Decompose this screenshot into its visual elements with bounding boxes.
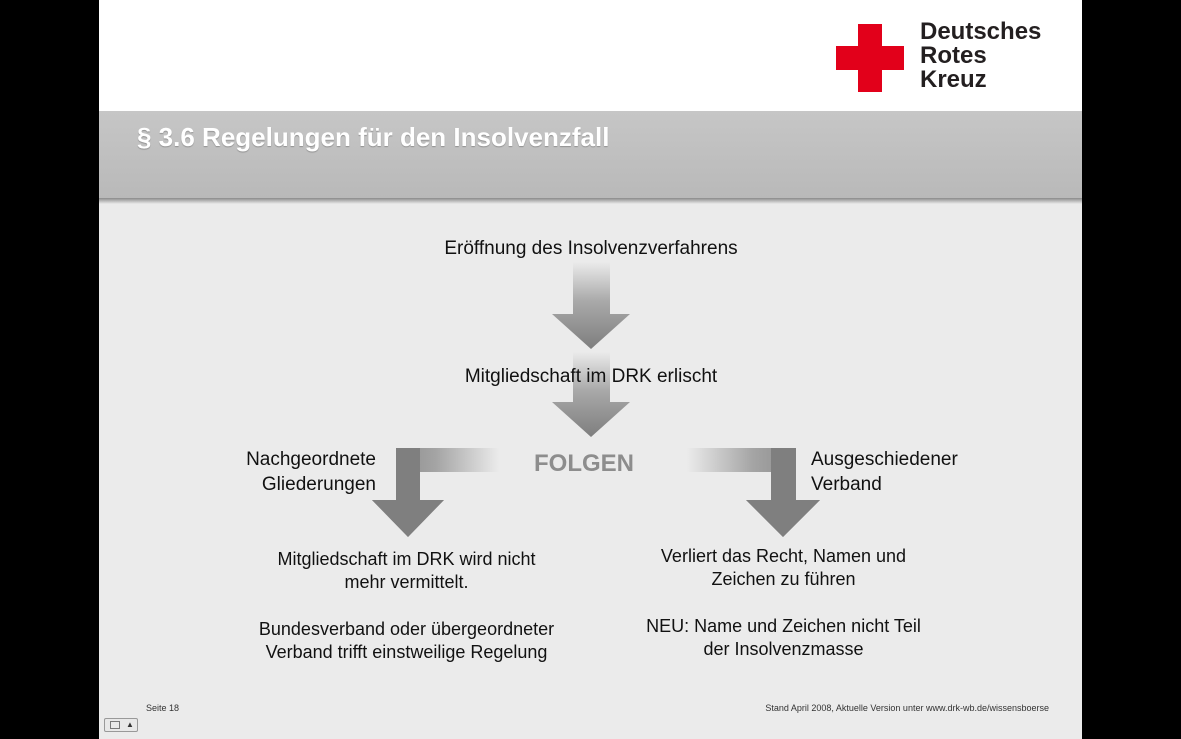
left-result-2-line-1: Bundesverband oder übergeordneter	[258, 619, 555, 639]
left-heading-line-1: Nachgeordnete	[246, 449, 376, 470]
logo-line-2: Rotes	[920, 42, 987, 69]
left-bent-arrow	[372, 448, 499, 537]
title-band	[99, 111, 1082, 198]
up-arrow-icon[interactable]: ▲	[126, 720, 134, 729]
flow-arrows	[372, 262, 820, 537]
slide: Deutsches Rotes Kreuz § 3.6 Regelungen f…	[99, 0, 1082, 739]
right-result-2-line-1: NEU: Name und Zeichen nicht Teil	[646, 616, 921, 636]
drk-logo: Deutsches Rotes Kreuz	[836, 20, 1076, 100]
logo-line-1: Deutsches	[920, 18, 1042, 45]
logo-wordmark: Deutsches Rotes Kreuz	[920, 20, 1041, 92]
folgen-label: FOLGEN	[534, 450, 634, 477]
left-heading-line-2: Gliederungen	[261, 474, 376, 495]
header-bar	[99, 0, 1082, 111]
logo-line-3: Kreuz	[920, 66, 987, 93]
left-result-2-line-2: Verband trifft einstweilige Regelung	[265, 642, 548, 662]
right-result-1-line-2: Zeichen zu führen	[711, 569, 856, 589]
right-heading-line-1: Ausgeschiedener	[811, 449, 958, 470]
footer-source: Stand April 2008, Aktuelle Version unter…	[765, 703, 1049, 713]
title-shadow	[99, 198, 1082, 204]
down-arrow-2	[552, 352, 630, 437]
right-result-2-line-2: der Insolvenzmasse	[703, 639, 864, 659]
red-cross-icon	[836, 24, 904, 92]
slide-nav-icon[interactable]	[110, 721, 120, 729]
left-result-1-line-1: Mitgliedschaft im DRK wird nicht	[277, 549, 536, 569]
slide-navigation[interactable]: ▲	[104, 718, 138, 732]
down-arrow-1	[552, 262, 630, 349]
step-insolvency-opening: Eröffnung des Insolvenzverfahrens	[444, 238, 738, 259]
page-number: Seite 18	[146, 703, 180, 713]
left-result-1-line-2: mehr vermittelt.	[344, 572, 469, 592]
slide-title: § 3.6 Regelungen für den Insolvenzfall	[137, 122, 610, 152]
right-bent-arrow	[687, 448, 820, 537]
right-heading-line-2: Verband	[811, 474, 882, 495]
right-result-1-line-1: Verliert das Recht, Namen und	[660, 546, 907, 566]
step-membership-ends: Mitgliedschaft im DRK erlischt	[464, 366, 718, 387]
